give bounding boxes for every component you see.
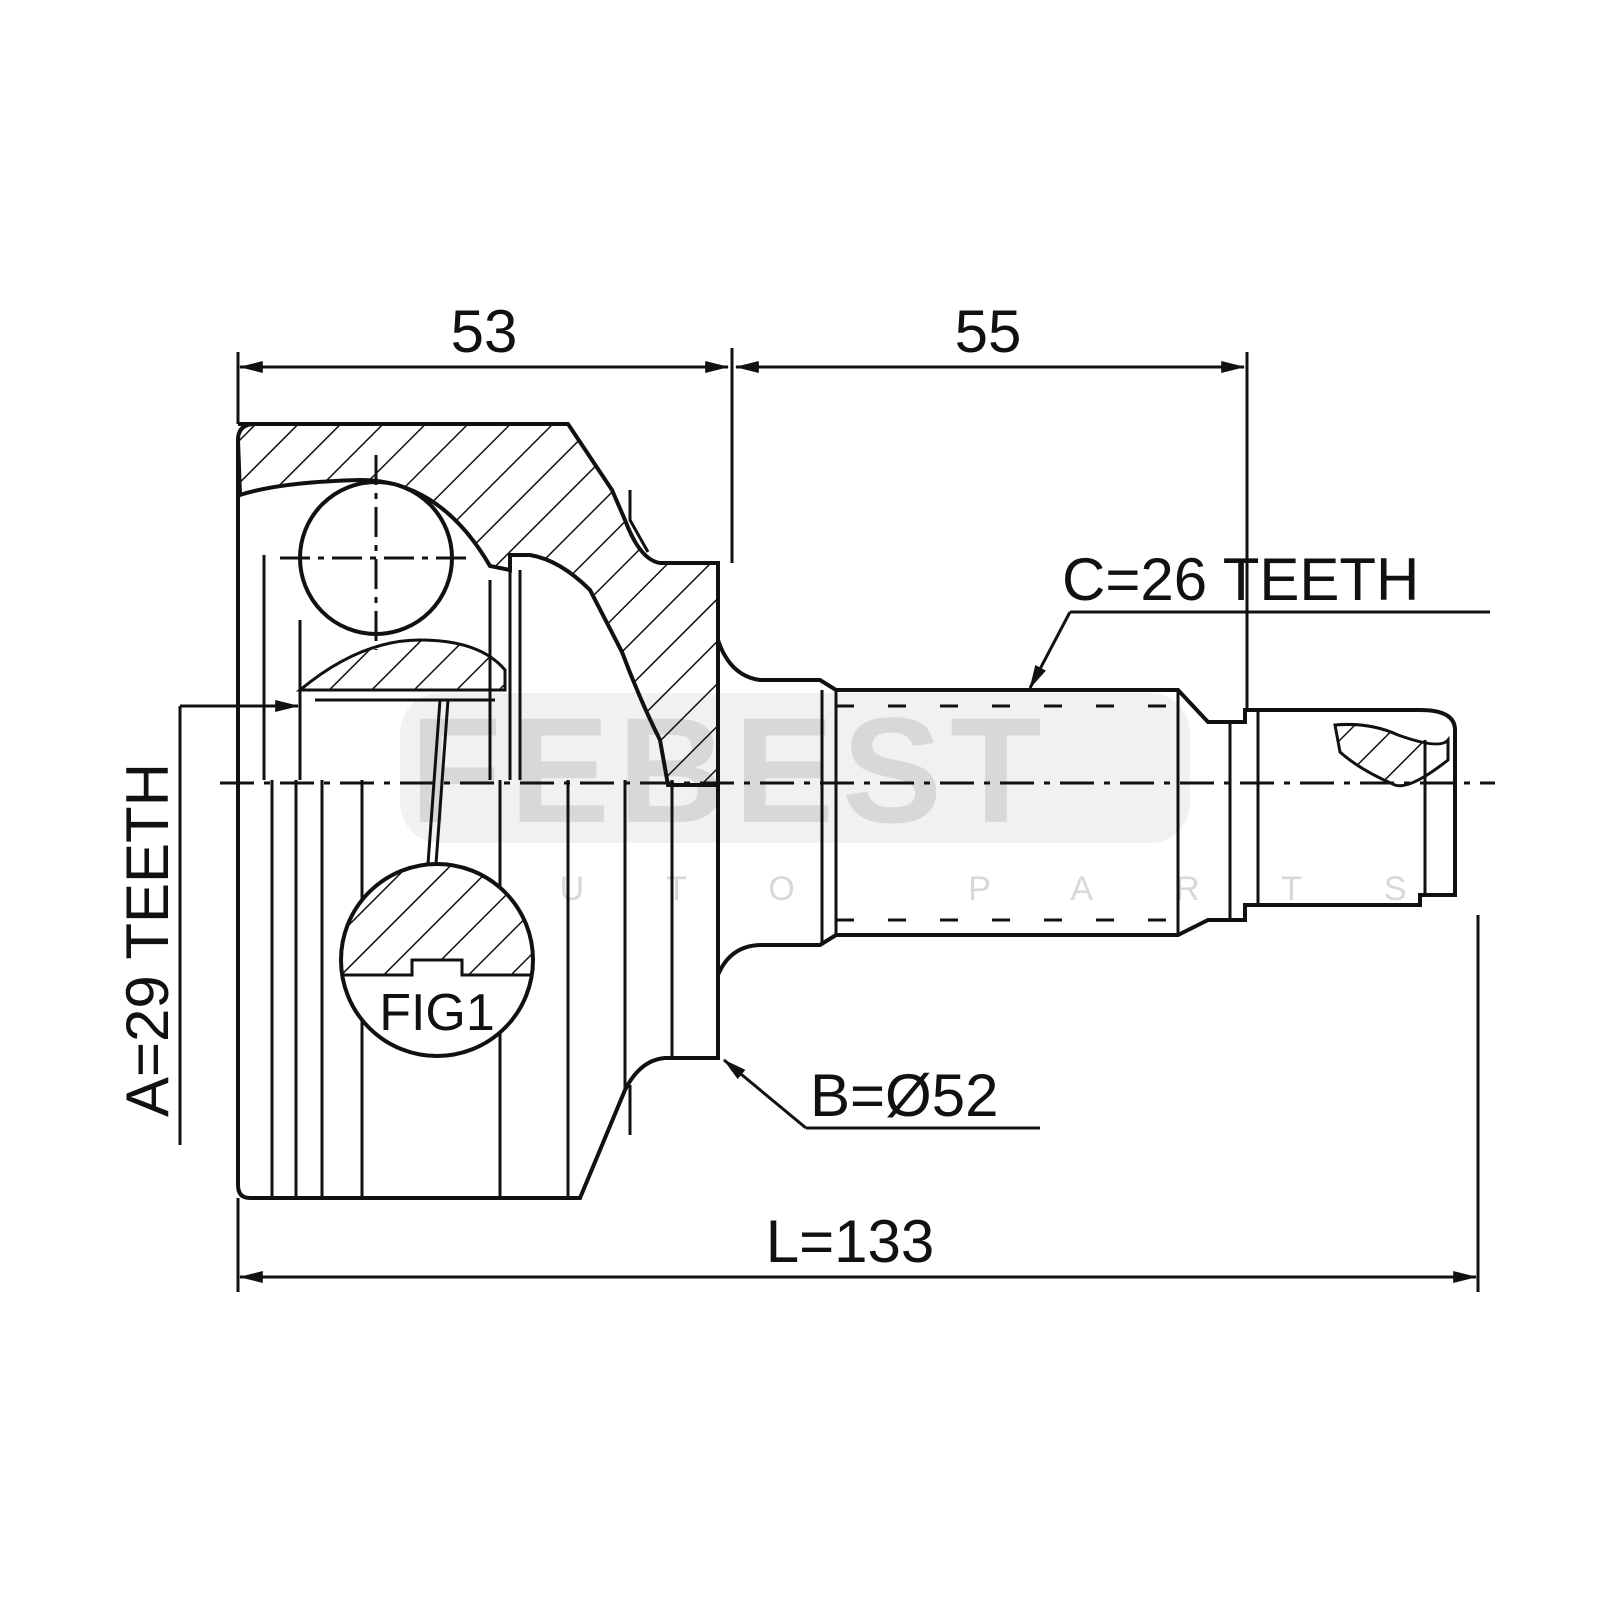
dim-55-label: 55 xyxy=(955,298,1022,365)
c-teeth-callout: C=26 TEETH xyxy=(1028,546,1490,690)
dim-length: L=133 xyxy=(236,915,1480,1292)
fig1-detail: FIG1 xyxy=(339,699,535,1058)
watermark-sub: AUTO PARTS xyxy=(455,870,1489,908)
c-teeth-label: C=26 TEETH xyxy=(1062,546,1419,613)
b-diameter-label: B=Ø52 xyxy=(810,1062,998,1129)
fig1-label: FIG1 xyxy=(379,984,495,1042)
stub-shaft xyxy=(716,639,1457,976)
outer-housing xyxy=(235,422,720,1200)
a-teeth-label: A=29 TEETH xyxy=(114,763,181,1117)
a-teeth-callout: A=29 TEETH xyxy=(114,700,300,1145)
dim-53-label: 53 xyxy=(451,298,518,365)
length-label: L=133 xyxy=(766,1208,935,1275)
dim-55: 55 xyxy=(734,298,1249,712)
dim-53: 53 xyxy=(236,298,734,563)
watermark-brand: FEBEST xyxy=(410,686,1050,854)
b-diameter-callout: B=Ø52 xyxy=(723,1058,1040,1130)
watermark: FEBEST AUTO PARTS xyxy=(400,686,1489,908)
